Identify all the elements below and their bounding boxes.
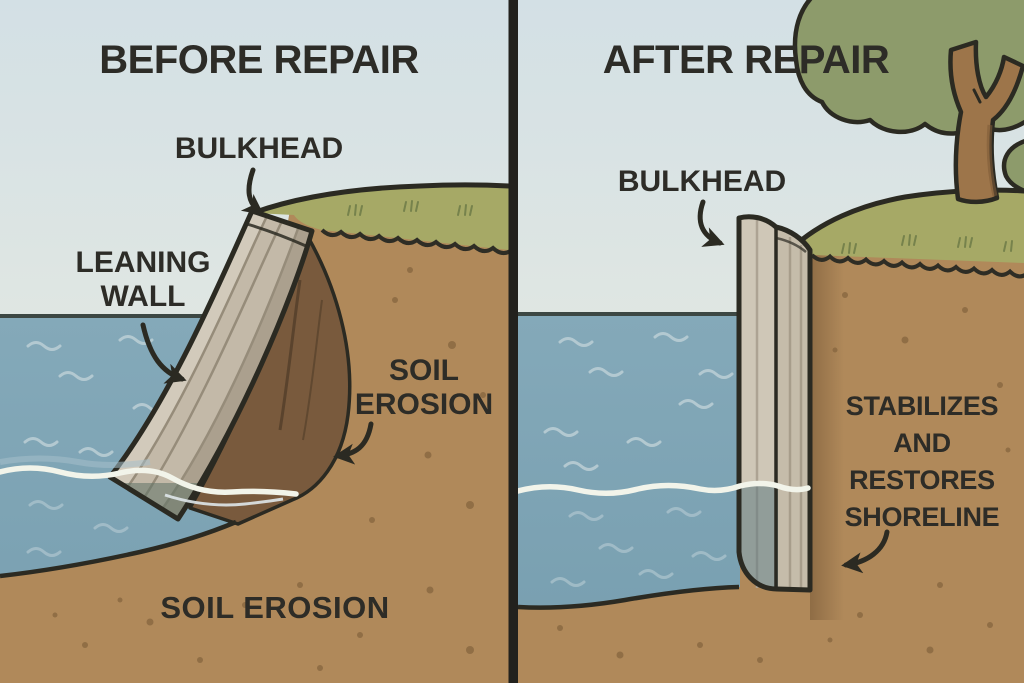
- grass-top-line-before: [250, 182, 509, 216]
- arrow-leaning-wall: [140, 322, 187, 384]
- label-soil-erosion-bottom: SOIL EROSION: [160, 590, 389, 625]
- label-leaning-wall-2: WALL: [101, 280, 186, 313]
- grass-scallop-after: [810, 253, 1024, 279]
- arrow-bulkhead-after: [697, 199, 725, 247]
- grass-tufts-after: [841, 234, 1013, 254]
- seabed-line-before: [0, 519, 237, 579]
- wave-marks-after: [543, 332, 734, 471]
- grass-tufts-before: [347, 200, 473, 216]
- arrow-bulkhead-before: [240, 167, 264, 215]
- wall-cap-line-before: [246, 222, 307, 248]
- foam-line-before: [0, 465, 299, 497]
- label-bulkhead-before: BULKHEAD: [175, 132, 343, 165]
- label-benefit-1: STABILIZES: [846, 391, 999, 421]
- title-before: BEFORE REPAIR: [99, 38, 419, 82]
- wall-shadow: [810, 250, 844, 620]
- title-after: AFTER REPAIR: [603, 38, 890, 82]
- tree-trunk-shade: [986, 124, 998, 197]
- wave-marks-below-before: [26, 500, 129, 557]
- label-soil-erosion-side-1: SOIL: [389, 354, 459, 387]
- seabed-after: [518, 587, 740, 683]
- soil-speckles-after: [557, 292, 1011, 663]
- label-soil-erosion-side-2: EROSION: [355, 388, 493, 421]
- tree: [792, 0, 1024, 205]
- soil-speckles-before: [52, 267, 486, 671]
- foam-highlight-before: [0, 455, 151, 468]
- label-leaning-wall-1: LEANING: [76, 246, 211, 279]
- arrow-benefit: [841, 529, 890, 574]
- label-benefit-3: RESTORES: [849, 465, 995, 495]
- wave-marks-below-after: [550, 507, 727, 587]
- label-bulkhead-after: BULKHEAD: [618, 165, 786, 198]
- label-benefit-2: AND: [893, 428, 951, 458]
- panel-before: BEFORE REPAIR BULKHEAD LEANING WALL SOIL…: [0, 0, 509, 683]
- tree-fork-notch: [972, 88, 982, 104]
- arrows-after: [697, 199, 890, 574]
- arrow-soil-erosion-side: [333, 421, 374, 465]
- foam-line2-before: [164, 493, 284, 507]
- wall-cap-line-after: [775, 236, 807, 253]
- seabed-line-after: [518, 584, 740, 610]
- tree-foliage-lobe: [1001, 139, 1024, 194]
- repaired-bulkhead-wall: [736, 214, 813, 593]
- grass-scallop-before: [320, 228, 509, 255]
- panel-after: AFTER REPAIR BULKHEAD STABILIZES AND RES…: [518, 0, 1024, 683]
- arrows-before: [140, 167, 374, 465]
- eroded-soil-texture: [278, 279, 323, 441]
- label-benefit-4: SHORELINE: [845, 502, 1000, 532]
- foam-line-after: [518, 480, 811, 496]
- panel-divider: [508, 0, 518, 683]
- grass-before: [253, 184, 509, 250]
